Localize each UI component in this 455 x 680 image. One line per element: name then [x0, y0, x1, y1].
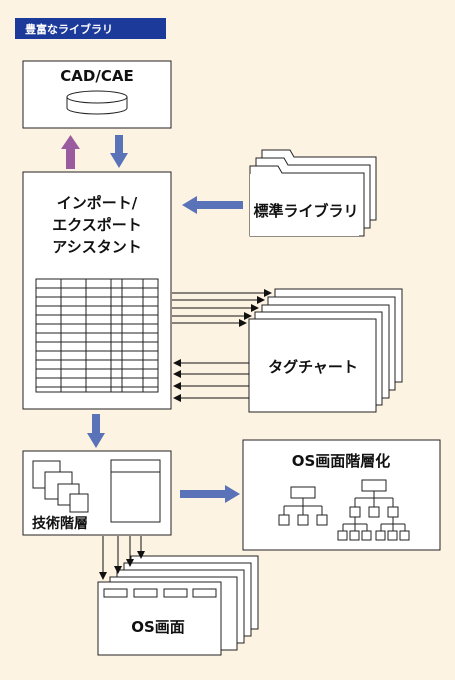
table-grid-icon	[35, 278, 159, 393]
os-screen-label: OS画面	[131, 618, 185, 636]
window-stack-icon	[32, 460, 89, 513]
tech-to-os-hierarchy-arrow	[180, 485, 240, 503]
tagchart-to-assistant-arrows	[173, 359, 249, 402]
import-export-assistant-box: インポート/ エクスポート アシスタント	[22, 171, 172, 410]
os-screen-pages	[97, 555, 259, 656]
assistant-label-line3: アシスタント	[52, 238, 141, 256]
technical-hierarchy-label: 技術階層	[32, 515, 88, 532]
tag-chart-pages	[248, 288, 403, 413]
assistant-label-line2: エクスポート	[52, 216, 142, 234]
section-title: 豊富なライブラリ	[15, 18, 166, 39]
os-hierarchy-box: OS画面階層化	[242, 439, 441, 551]
assistant-to-tagchart-arrows	[172, 289, 272, 327]
library-to-assistant-arrow	[182, 196, 243, 214]
import-down-arrow	[110, 135, 128, 168]
cad-cae-box: CAD/CAE	[22, 60, 172, 129]
tree-diagram-small-icon	[278, 486, 328, 526]
tree-diagram-large-icon	[337, 479, 410, 541]
tag-chart-label: タグチャート	[268, 358, 358, 376]
os-hierarchy-label: OS画面階層化	[292, 452, 391, 470]
export-up-arrow	[61, 135, 80, 169]
assistant-label-line1: インポート/	[57, 194, 138, 212]
assistant-to-tech-arrow	[87, 414, 105, 448]
os-screen-button-row	[103, 588, 217, 598]
cad-cae-label: CAD/CAE	[60, 67, 133, 85]
standard-library-folders	[249, 149, 377, 237]
standard-library-label: 標準ライブラリ	[253, 202, 358, 220]
tech-to-os-screen-arrows	[99, 536, 145, 580]
database-icon	[66, 90, 128, 115]
technical-hierarchy-box: 技術階層	[22, 450, 172, 536]
document-window-icon	[110, 459, 161, 523]
